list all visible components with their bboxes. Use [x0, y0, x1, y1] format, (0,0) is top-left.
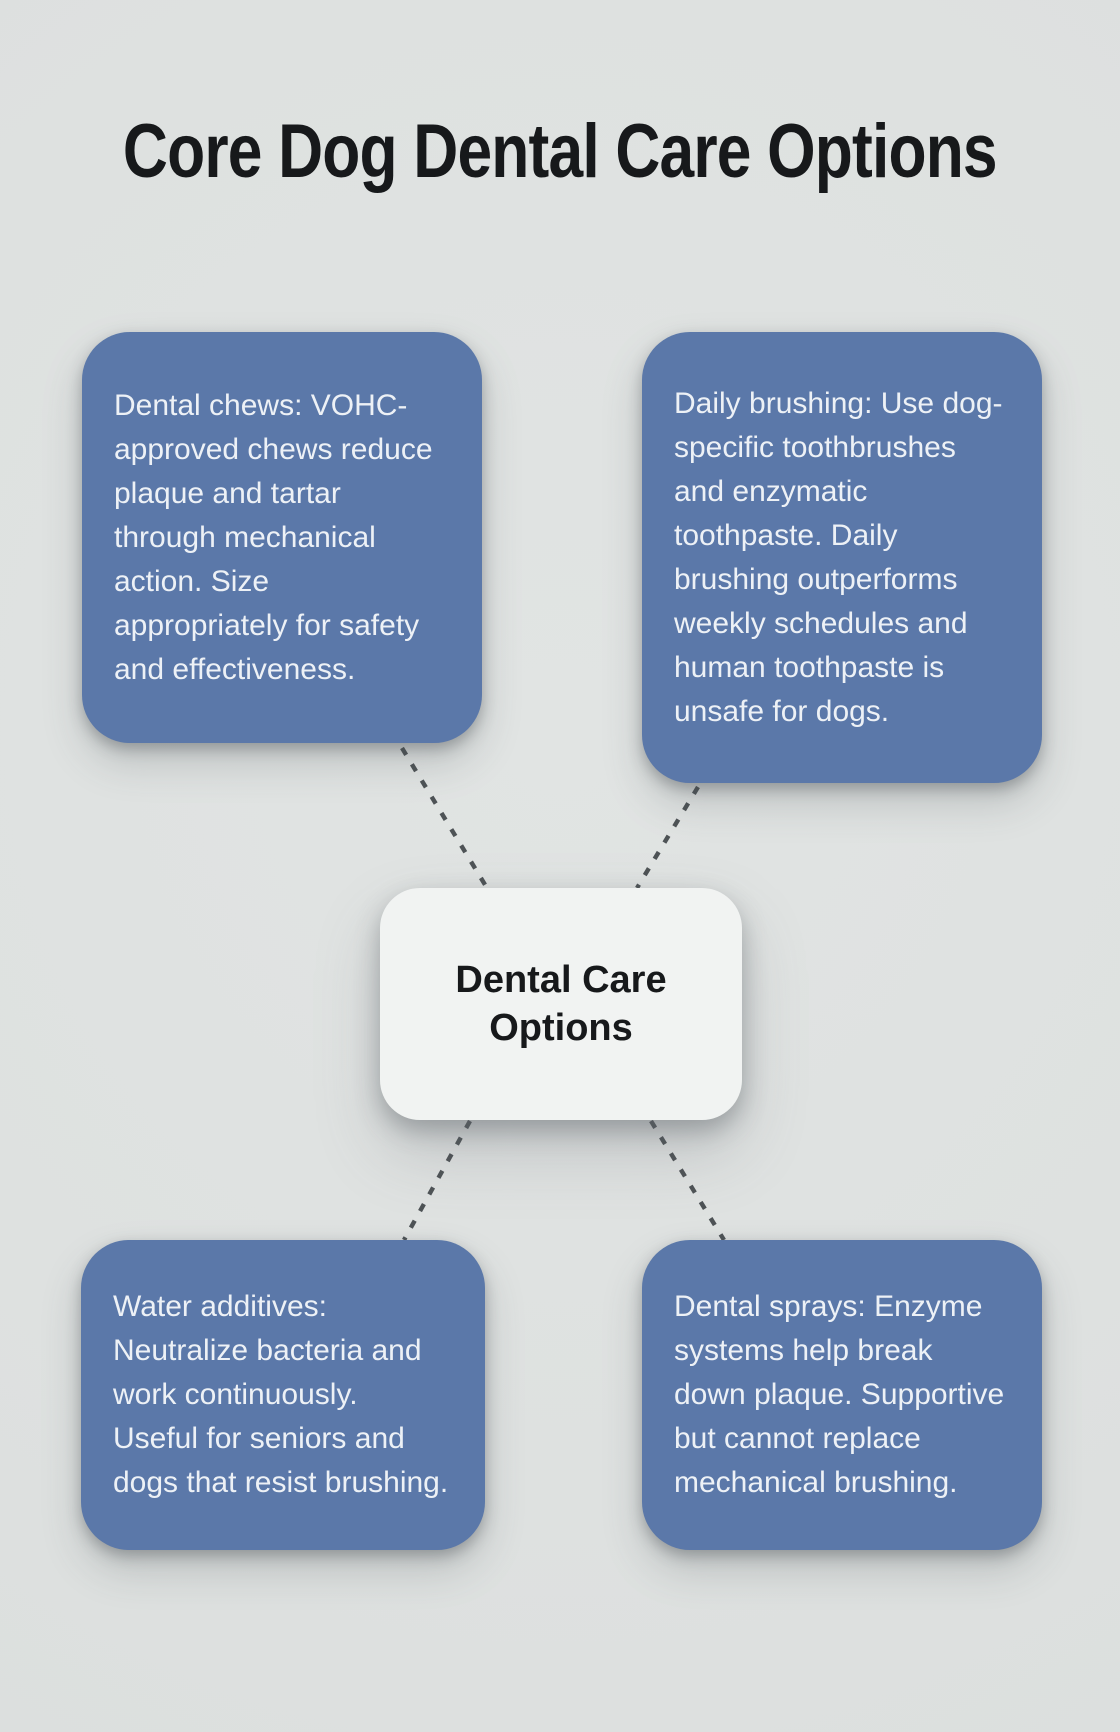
- connector-line-bottom-right: [649, 1119, 726, 1242]
- node-dental-chews: Dental chews: VOHC-approved chews reduce…: [82, 332, 482, 743]
- node-daily-brushing-text: Daily brushing: Use dog-specific toothbr…: [674, 386, 1003, 728]
- node-dental-chews-text: Dental chews: VOHC-approved chews reduce…: [114, 388, 433, 686]
- node-water-additives: Water additives: Neutralize bacteria and…: [81, 1240, 485, 1550]
- page-title-text: Core Dog Dental Care Options: [123, 109, 998, 194]
- page-title: Core Dog Dental Care Options: [0, 112, 1120, 192]
- connector-line-top-left: [400, 746, 489, 890]
- node-water-additives-text: Water additives: Neutralize bacteria and…: [113, 1290, 449, 1499]
- center-node-label: Dental Care Options: [455, 959, 667, 1049]
- node-dental-sprays-text: Dental sprays: Enzyme systems help break…: [674, 1290, 1005, 1499]
- connector-line-bottom-left: [402, 1119, 472, 1242]
- center-node-dental-care-options: Dental Care Options: [380, 888, 742, 1120]
- connector-line-top-right: [635, 785, 700, 890]
- node-daily-brushing: Daily brushing: Use dog-specific toothbr…: [642, 332, 1042, 783]
- node-dental-sprays: Dental sprays: Enzyme systems help break…: [642, 1240, 1042, 1550]
